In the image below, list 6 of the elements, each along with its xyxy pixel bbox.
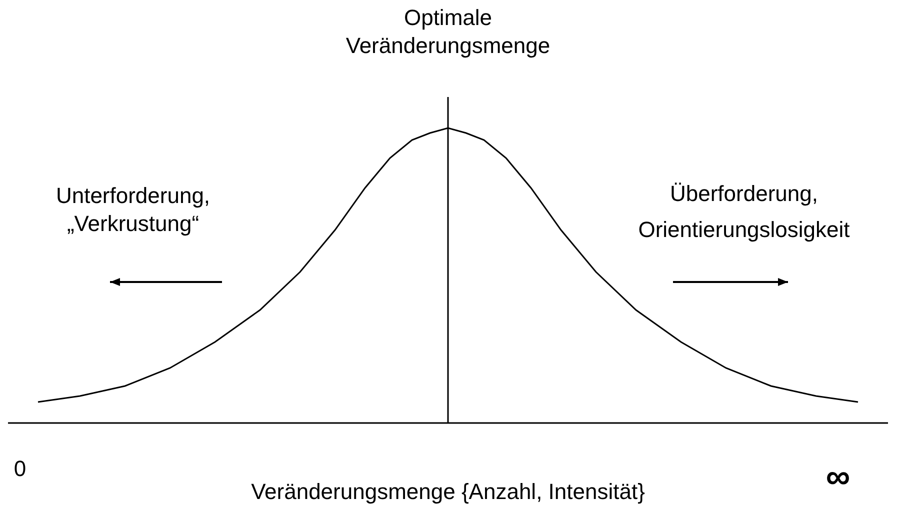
peak-label: Optimale Veränderungsmenge bbox=[344, 4, 552, 60]
left-zone-label: Unterforderung, „Verkrustung“ bbox=[54, 182, 212, 238]
right-zone-label: Überforderung, Orientierungslosigkeit bbox=[637, 180, 851, 244]
axis-title: Veränderungsmenge {Anzahl, Intensität} bbox=[250, 478, 646, 506]
axis-max-label: ∞ bbox=[824, 462, 852, 492]
axis-min-label: 0 bbox=[12, 455, 28, 483]
